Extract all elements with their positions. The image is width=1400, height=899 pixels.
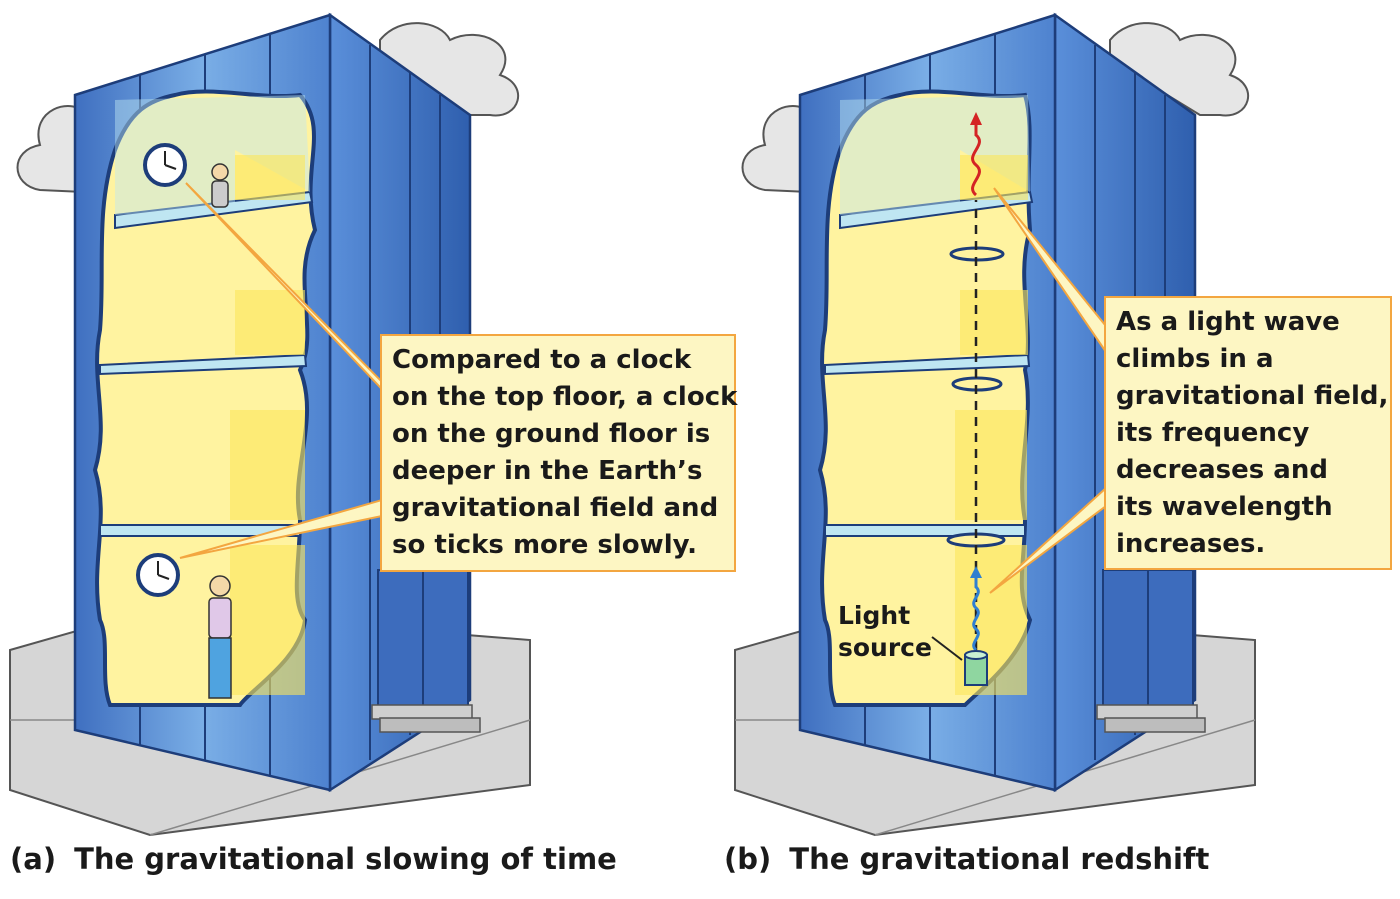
callout-b-line: gravitational field, bbox=[1116, 381, 1389, 411]
panel-b-drawing bbox=[734, 12, 1256, 837]
cloud-right-a bbox=[379, 22, 520, 117]
red-wave-icon bbox=[971, 122, 981, 197]
callout-b-line: its wavelength bbox=[1116, 492, 1333, 522]
light-source-label-line: source bbox=[838, 633, 932, 662]
caption-b-tag: (b) bbox=[724, 842, 772, 876]
callout-a-line: gravitational field and bbox=[392, 493, 719, 523]
person-top-icon bbox=[211, 163, 229, 208]
callout-b: As a light wave climbs in a gravitationa… bbox=[1104, 296, 1392, 570]
callout-a-line: deeper in the Earth’s bbox=[392, 456, 703, 486]
caption-a-text: The gravitational slowing of time bbox=[74, 842, 617, 876]
callout-a-line: Compared to a clock bbox=[392, 345, 692, 375]
callout-a-line: on the ground floor is bbox=[392, 419, 711, 449]
clock-bottom-icon bbox=[136, 553, 180, 597]
blue-wave-icon bbox=[972, 575, 980, 652]
callout-a-line: so ticks more slowly. bbox=[392, 530, 698, 560]
caption-a-tag: (a) bbox=[10, 842, 57, 876]
light-source-label-line: Light bbox=[838, 601, 911, 630]
light-source-leader bbox=[931, 636, 963, 661]
callout-a: Compared to a clock on the top floor, a … bbox=[380, 334, 738, 572]
callout-b-line: increases. bbox=[1116, 529, 1266, 559]
light-source-icon bbox=[964, 650, 988, 686]
person-bottom-icon bbox=[208, 575, 232, 699]
clock-top-icon bbox=[143, 143, 187, 187]
caption-a: (a) The gravitational slowing of time bbox=[10, 842, 617, 876]
light-source-label: Light source bbox=[838, 600, 932, 664]
caption-b: (b) The gravitational redshift bbox=[724, 842, 1209, 876]
cloud-right-b bbox=[1109, 22, 1250, 117]
callout-b-line: As a light wave bbox=[1116, 307, 1340, 337]
callout-b-line: its frequency bbox=[1116, 418, 1310, 448]
callout-a-line: on the top floor, a clock bbox=[392, 382, 738, 412]
caption-b-text: The gravitational redshift bbox=[789, 842, 1210, 876]
callout-b-line: decreases and bbox=[1116, 455, 1328, 485]
callout-b-line: climbs in a bbox=[1116, 344, 1274, 374]
